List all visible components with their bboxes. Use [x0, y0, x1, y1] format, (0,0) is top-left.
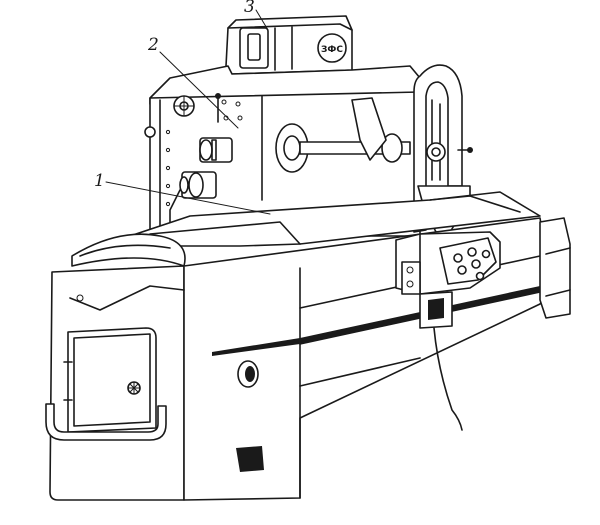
door-handle: [45, 403, 167, 441]
callout-2: 2: [147, 35, 239, 129]
handwheel-icon: [173, 95, 195, 117]
callout-2-leader: [159, 51, 239, 129]
door-knob-icon: [127, 381, 141, 395]
front-door: [45, 327, 167, 441]
right-end-unit: [539, 217, 571, 319]
callout-1: 1: [94, 171, 271, 215]
callout-3: 3: [244, 0, 269, 31]
callout-1-number: 1: [94, 171, 105, 191]
callout-1-leader: [105, 181, 271, 215]
nameplate-text: ЗФС: [321, 45, 343, 55]
callout-2-number: 2: [147, 35, 159, 55]
bed-top: [71, 191, 541, 267]
nameplate-badge: [317, 33, 347, 63]
top-head-unit: ЗФС: [225, 15, 353, 75]
rear-housing: [144, 65, 421, 237]
side-bolt: [144, 126, 156, 138]
callout-3-leader: [255, 9, 269, 31]
motor-unit-lower: [169, 171, 217, 233]
motor-unit-upper: [199, 137, 233, 163]
control-pendant: [395, 231, 501, 431]
callout-3-number: 3: [244, 0, 255, 17]
pendant-cable: [433, 327, 463, 431]
control-buttons: [453, 247, 491, 281]
